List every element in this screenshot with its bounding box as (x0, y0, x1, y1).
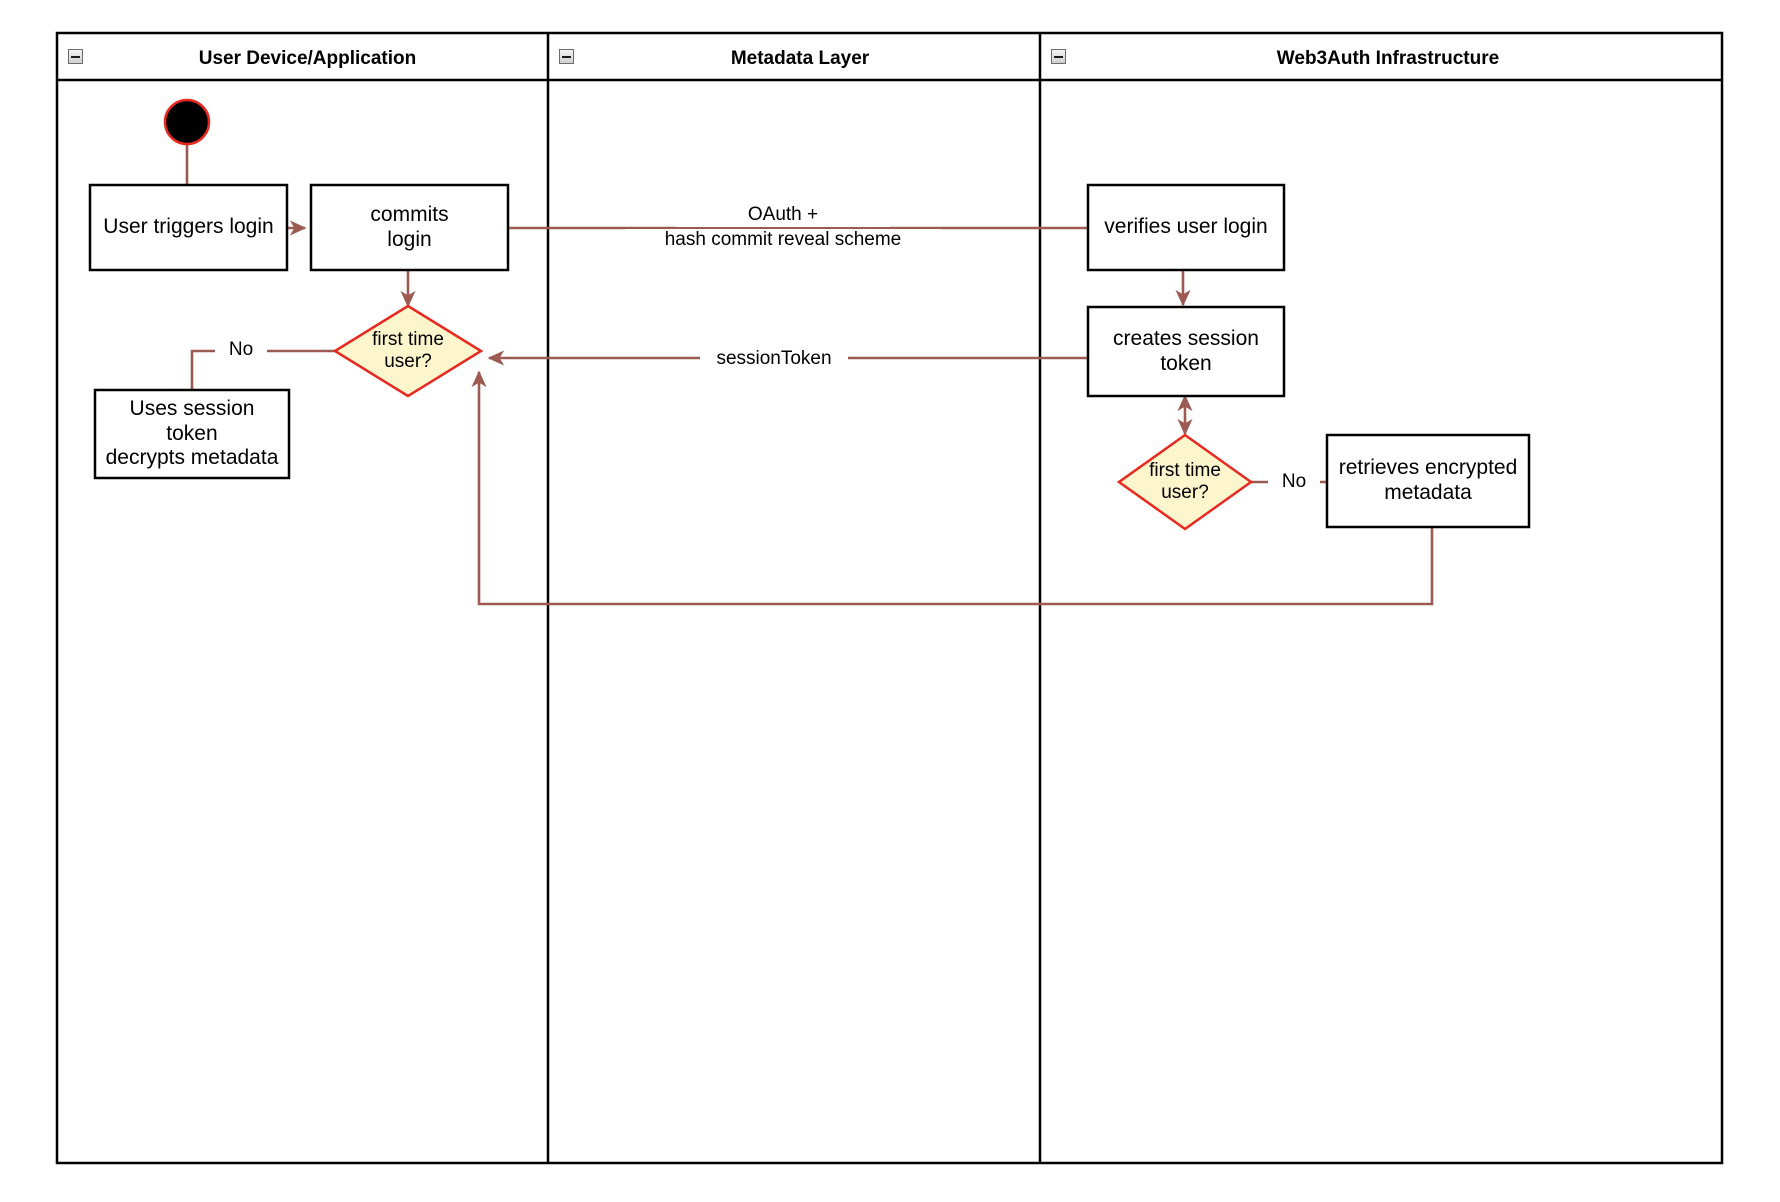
node-uses-session-token (93, 388, 291, 480)
lane-collapse-icon-web3auth[interactable] (1051, 49, 1066, 64)
start-node (163, 98, 211, 146)
lane-title-metadata: Metadata Layer (730, 48, 870, 69)
node-creates-session-token (1086, 305, 1286, 398)
node-retrieves-encrypted-metadata (1325, 433, 1531, 529)
lane-title-user-device: User Device/Application (198, 48, 417, 69)
edge-label-oauth-line1: OAuth + (676, 204, 890, 227)
node-decision-first-time-user-right (1116, 433, 1254, 531)
edge-decision-left-no (190, 349, 343, 390)
edge-label-session-token: sessionToken (700, 348, 848, 371)
node-user-triggers-login (88, 183, 289, 272)
edge-label-oauth-line2: hash commit reveal scheme (625, 229, 941, 252)
edge-label-no-right: No (1268, 471, 1320, 494)
lane-collapse-icon-user-device[interactable] (68, 49, 83, 64)
edge-retrieves-back-to-decision-left (471, 370, 1434, 606)
swimlane-frame (55, 31, 1724, 1165)
node-decision-first-time-user-left (332, 304, 484, 398)
node-verifies-user-login (1086, 183, 1286, 272)
lane-title-web3auth: Web3Auth Infrastructure (1276, 48, 1500, 69)
edge-label-no-left: No (215, 339, 267, 362)
node-commits-login (309, 183, 510, 272)
lane-collapse-icon-metadata[interactable] (559, 49, 574, 64)
